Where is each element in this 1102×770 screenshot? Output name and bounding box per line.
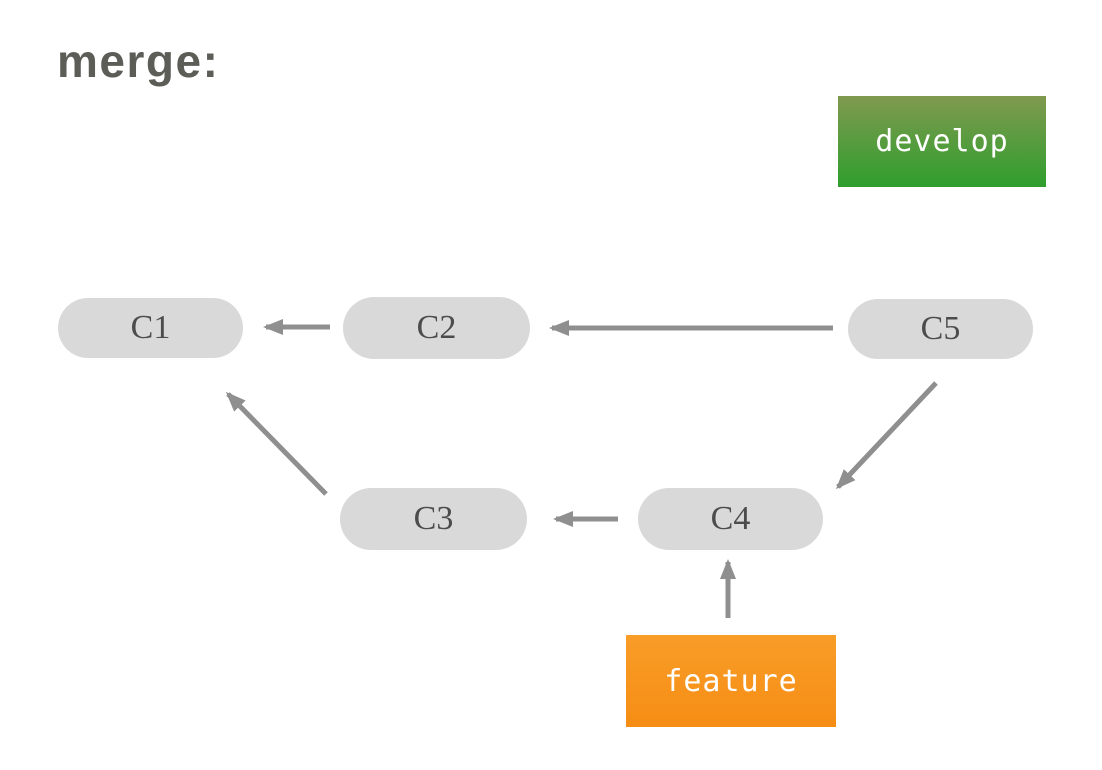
commit-node-c5: C5	[848, 299, 1033, 359]
edge-c3-to-c1-arrow-icon	[225, 391, 328, 496]
commit-label: C5	[920, 310, 961, 347]
commit-node-c2: C2	[343, 297, 530, 359]
diagram-title: merge:	[57, 35, 220, 87]
commit-label: C2	[416, 309, 457, 346]
commit-node-c1: C1	[58, 298, 243, 358]
commit-label: C1	[130, 309, 171, 346]
branch-label-develop: develop	[838, 96, 1046, 187]
commit-label: C3	[413, 500, 454, 537]
branch-label-feature: feature	[626, 635, 836, 727]
commit-node-c4: C4	[638, 488, 823, 550]
branch-label-develop-text: develop	[875, 124, 1009, 159]
edge-c5-to-c4-arrow-icon	[835, 381, 938, 490]
commit-label: C4	[710, 500, 751, 537]
commit-node-c3: C3	[340, 488, 527, 550]
branch-label-feature-text: feature	[664, 663, 798, 699]
